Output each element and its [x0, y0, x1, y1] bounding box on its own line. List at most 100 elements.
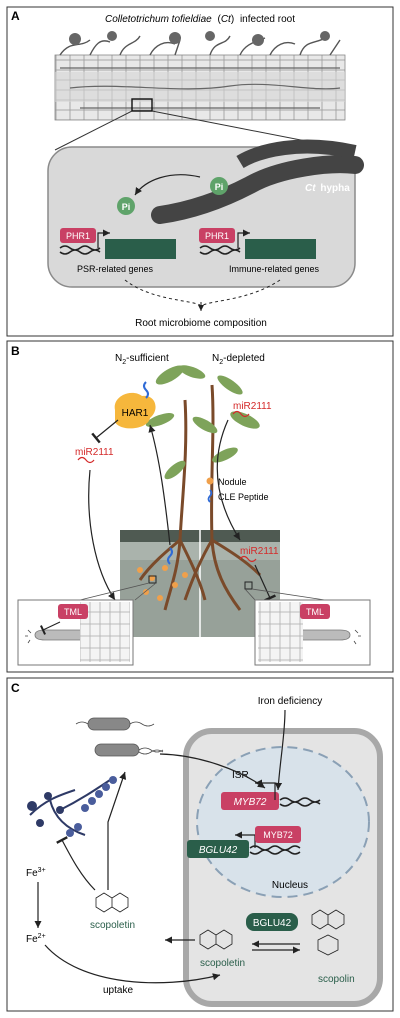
legend-cle-label: CLE Peptide [218, 492, 269, 502]
mir2111-bottom: miR2111 [240, 546, 279, 557]
bglu42-protein-box [246, 913, 298, 931]
panel-b-frame [6, 340, 394, 673]
panel-b: B N2-sufficient N2-depleted [6, 340, 394, 673]
spore [169, 32, 181, 44]
infected-root-illustration [54, 31, 346, 121]
bacteria [75, 717, 164, 757]
scopoletin-to-bacteria-arrow [107, 771, 127, 890]
iron-deficiency-arrow [274, 709, 286, 791]
myb72-gene-box [221, 792, 279, 810]
fe3-label: Fe3+ [26, 867, 46, 879]
bglu42-gene-label: BGLU42 [199, 845, 238, 856]
root-hair-right [303, 629, 351, 641]
promoter-arrow-left [97, 229, 110, 248]
nucleus-label: Nucleus [272, 880, 308, 891]
title-suffix: infected root [240, 14, 295, 25]
psr-gene-block [105, 239, 176, 259]
tml-left-label: TML [64, 607, 82, 617]
panel-c: C Nucleus Iron deficiency MYB72 BGLU42 M… [6, 677, 394, 1012]
fe2-label: Fe2+ [26, 933, 46, 945]
scopoletin-structure-left [95, 892, 129, 913]
spore [107, 31, 117, 41]
pi-label: Pi [215, 182, 224, 192]
pi-label: Pi [122, 202, 131, 212]
mir2111-top-right: miR2111 [233, 401, 272, 412]
phr1-left-label: PHR1 [66, 231, 90, 241]
nucleus [196, 746, 370, 898]
har1-inhibits-mir [91, 419, 119, 444]
promoter-arrow-right [237, 229, 250, 248]
uptake-label: uptake [103, 985, 133, 996]
immune-genes-label: Immune-related genes [229, 264, 320, 274]
zoom-line-left [54, 110, 133, 151]
scopoletin-left-label: scopoletin [90, 920, 135, 931]
scopoletin-structure-right [199, 929, 233, 950]
mir2111-left: miR2111 [75, 447, 114, 458]
panel-a-title: Colletotrichum tofieldiae (Ct) infected … [105, 14, 295, 25]
cle-peptide-root [167, 547, 173, 565]
tml-right-box [300, 604, 330, 619]
iron-deficiency-label: Iron deficiency [258, 696, 322, 707]
scopolin-structure [311, 909, 345, 956]
microbiome-label: Root microbiome composition [135, 318, 267, 329]
pi-molecule [210, 177, 228, 195]
dashed-arrow-right [202, 279, 281, 306]
fungus [27, 776, 117, 837]
spore [320, 31, 330, 41]
panel-a: A Colletotrichum tofieldiae (Ct) infecte… [6, 6, 394, 337]
isr-arrow [159, 753, 266, 789]
myb72-protein-box [255, 826, 301, 843]
phr1-right-label: PHR1 [205, 231, 229, 241]
panel-c-frame [6, 677, 394, 1012]
dna-bglu42 [249, 845, 301, 855]
panel-a-frame [6, 6, 394, 337]
species-name: Colletotrichum tofieldiae [105, 14, 212, 25]
myb72-gene-label: MYB72 [234, 797, 267, 808]
scopoletin-inhibits-fungus [56, 836, 96, 891]
dna-right [199, 245, 241, 255]
pi-transport-arrow [134, 174, 201, 196]
spore [69, 33, 81, 45]
zoom-box [131, 98, 153, 112]
plant-left-stem [138, 399, 207, 611]
uptake-arrow [44, 944, 221, 984]
spore [252, 34, 264, 46]
dna-left [59, 245, 101, 255]
legend-nodule-label: Nodule [218, 477, 247, 487]
surface-hyphae [59, 35, 341, 56]
isr-label: ISR [232, 770, 249, 781]
har1-receptor [114, 392, 156, 429]
pi-molecule [117, 197, 135, 215]
legend-cle-marker [207, 489, 213, 503]
bacterium [94, 743, 140, 757]
leaves [145, 365, 260, 480]
spore [205, 31, 215, 41]
bglu42-gene-box [187, 840, 249, 858]
scopolin-label: scopolin [318, 974, 355, 985]
bacterium [87, 717, 131, 731]
bglu42-protein-label: BGLU42 [253, 918, 292, 929]
psr-genes-label: PSR-related genes [77, 264, 154, 274]
plant-right-stem [183, 384, 262, 611]
dna-myb72 [279, 797, 321, 807]
internal-hyphae [60, 67, 341, 109]
cle-to-shoot-arrow [148, 424, 171, 546]
panel-c-letter: C [11, 681, 20, 695]
phr1-left-box [60, 228, 96, 243]
immune-gene-block [245, 239, 316, 259]
mir-inhibits-tml [254, 564, 276, 602]
myb72-protein-label: MYB72 [263, 830, 293, 840]
tml-right-label: TML [306, 607, 324, 617]
panel-a-letter: A [11, 9, 20, 23]
n2-depleted-label: N2-depleted [212, 353, 265, 366]
legend-nodule-marker [206, 477, 214, 485]
hypha-label: Ct hypha [305, 183, 350, 194]
panel-b-letter: B [11, 344, 20, 358]
phr1-right-box [199, 228, 235, 243]
cle-peptide-on-har1 [143, 381, 149, 399]
scopoletin-right-label: scopoletin [200, 958, 245, 969]
ct-hypha [151, 155, 364, 224]
root-hair-left [34, 629, 80, 641]
